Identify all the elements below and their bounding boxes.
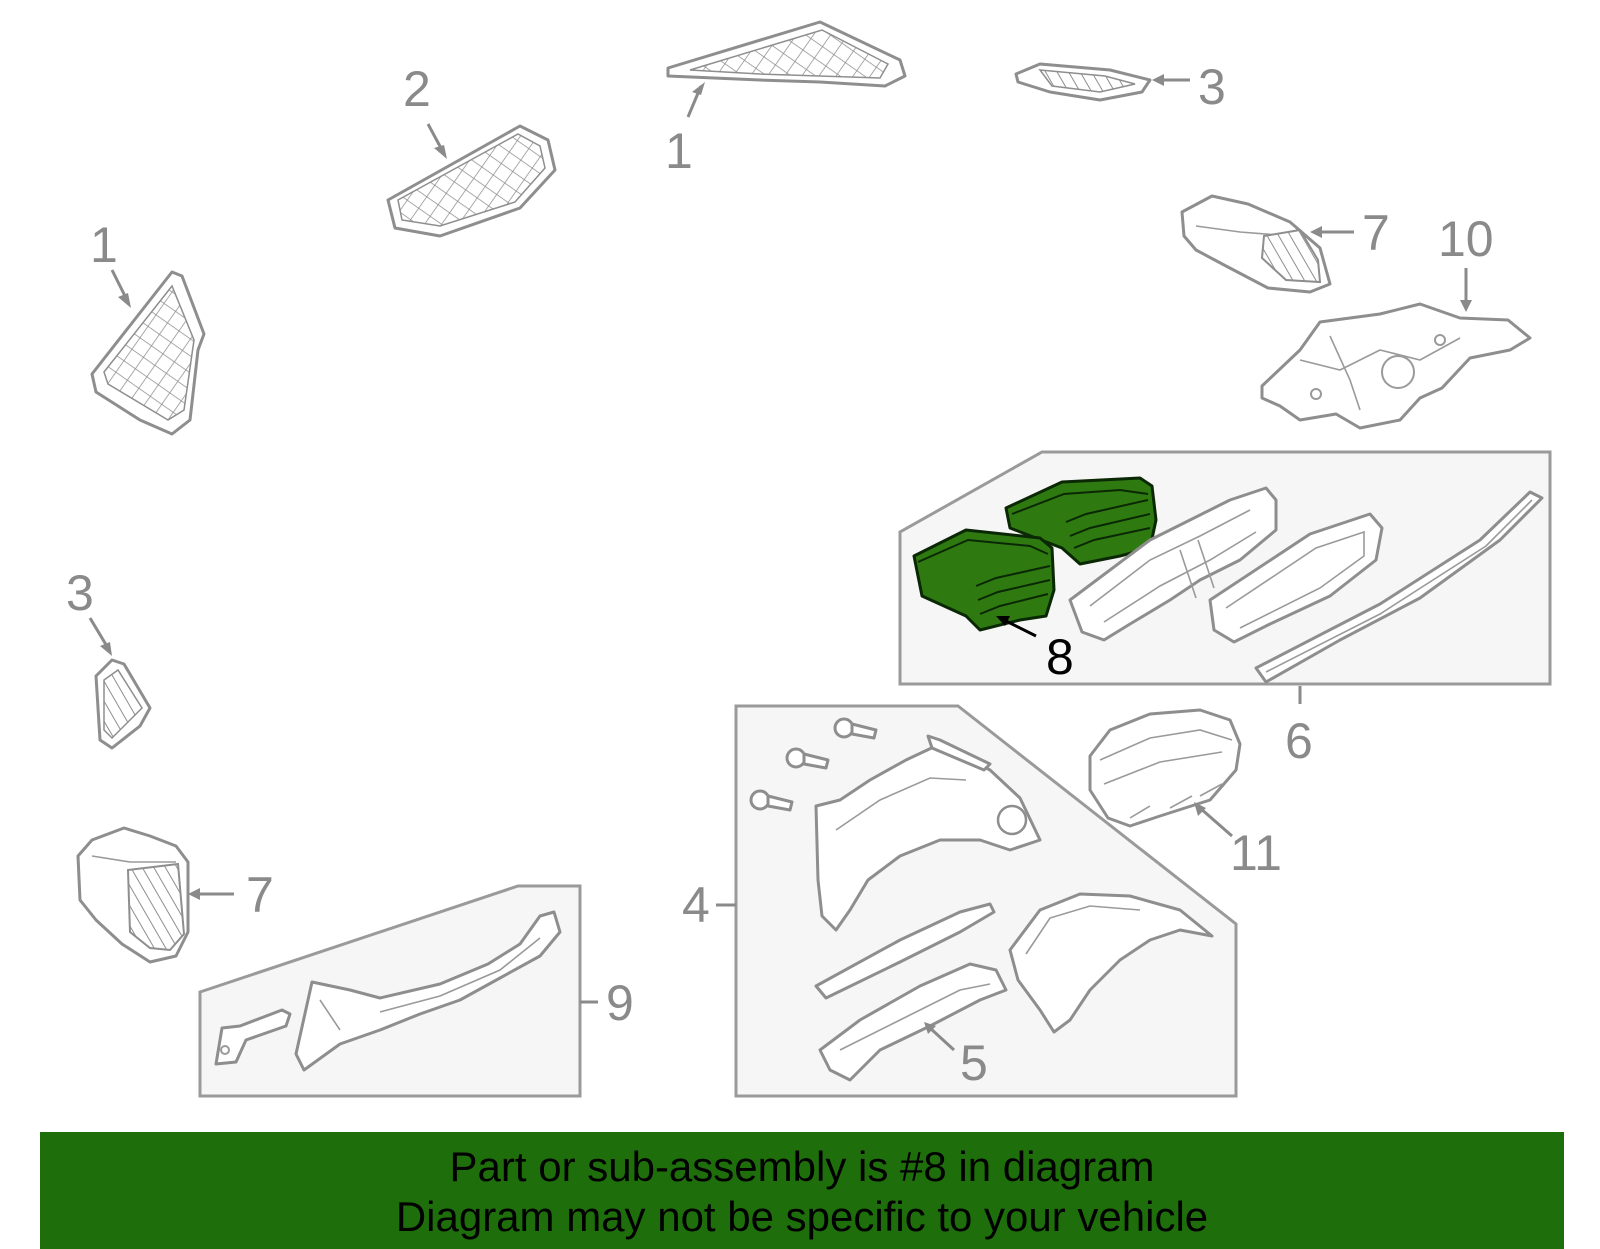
part-10-bracket bbox=[1260, 268, 1532, 430]
callout-3-left: 3 bbox=[66, 565, 94, 621]
part-3-left-vent-cover bbox=[88, 617, 152, 750]
parts-diagram: 1 2 3 1 7 10 bbox=[66, 20, 1552, 1098]
part-4-screws bbox=[749, 717, 878, 812]
callout-7-left: 7 bbox=[246, 867, 274, 923]
part-6-side-trim bbox=[1208, 512, 1384, 644]
callout-1-top: 1 bbox=[665, 123, 693, 179]
callout-11: 11 bbox=[1230, 825, 1282, 881]
banner-line-1: Part or sub-assembly is #8 in diagram bbox=[449, 1143, 1155, 1190]
callout-3-top: 3 bbox=[1198, 59, 1226, 115]
part-4-instrument-panel-shroud bbox=[814, 734, 1042, 932]
callout-7-top: 7 bbox=[1362, 205, 1390, 261]
part-9-knee-bolster bbox=[294, 910, 562, 1072]
callout-1-left: 1 bbox=[90, 217, 118, 273]
part-5-lower-trim-panel bbox=[814, 902, 1008, 1082]
callout-10: 10 bbox=[1438, 211, 1494, 267]
part-1-left-speaker-grille bbox=[90, 269, 206, 436]
callout-8: 8 bbox=[1046, 629, 1074, 685]
part-7-top-air-vent bbox=[1180, 194, 1354, 294]
part-6-long-trim-strip bbox=[1254, 490, 1544, 684]
callout-5: 5 bbox=[960, 1035, 988, 1091]
banner-line-2: Diagram may not be specific to your vehi… bbox=[395, 1193, 1209, 1240]
group-box-9 bbox=[198, 884, 598, 1098]
info-banner: Part or sub-assembly is #8 in diagram Di… bbox=[40, 1132, 1564, 1249]
part-9-bracket bbox=[214, 1008, 292, 1066]
part-6-center-bezel bbox=[1068, 486, 1278, 642]
part-3-top-vent-cover bbox=[1014, 62, 1190, 102]
part-4-cluster-hood bbox=[1008, 892, 1214, 1034]
part-2-speaker-grille bbox=[386, 123, 557, 238]
part-11-airbag-module bbox=[1088, 708, 1242, 838]
part-7-left-air-vent bbox=[76, 826, 234, 964]
callout-4: 4 bbox=[682, 877, 710, 933]
callout-9: 9 bbox=[606, 975, 634, 1031]
callout-6: 6 bbox=[1285, 713, 1313, 769]
part-8-air-vents-highlighted bbox=[912, 476, 1158, 638]
callout-2: 2 bbox=[403, 61, 431, 117]
part-1-top-speaker-grille bbox=[666, 20, 907, 118]
